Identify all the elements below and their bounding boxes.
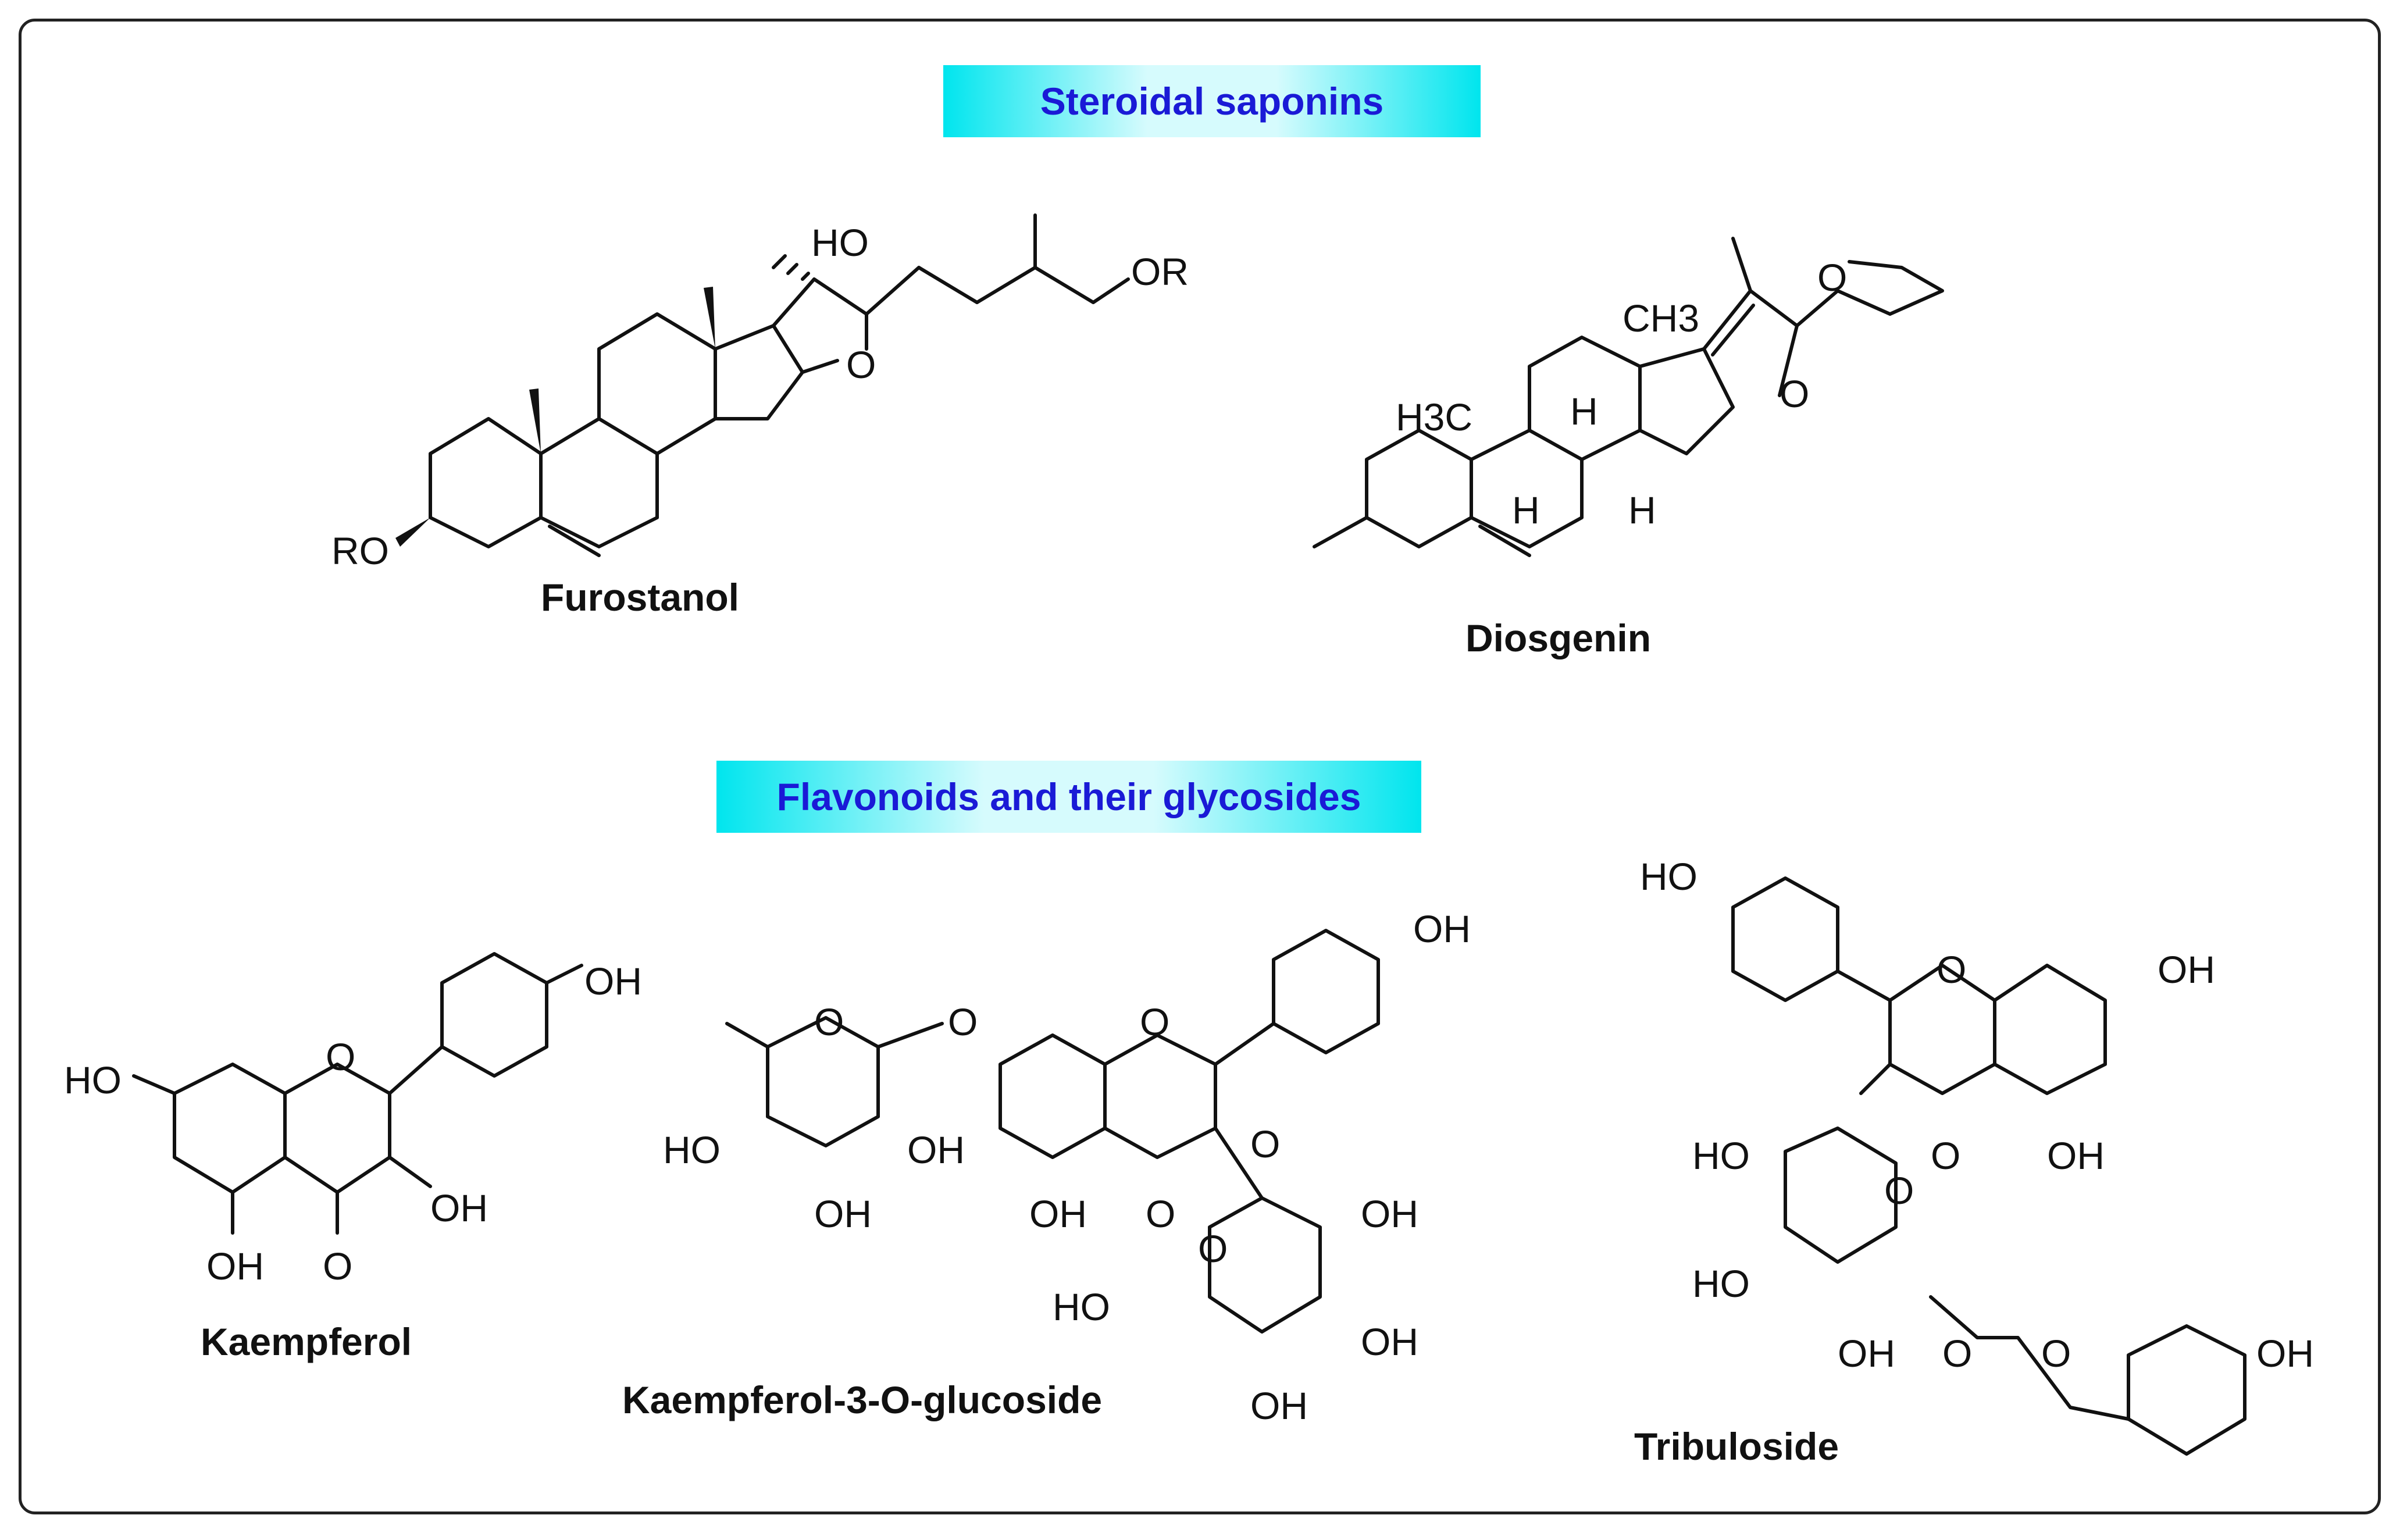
glucoside-ring-o-label: O xyxy=(1140,1000,1169,1043)
glucoside-carbonyl-label: O xyxy=(1146,1192,1175,1235)
furostanol-ho-label: HO xyxy=(811,221,869,264)
glucoside-o-label: O xyxy=(1250,1122,1280,1165)
diosgenin-ch3-label: CH3 xyxy=(1623,297,1699,340)
banner-steroidal-saponins: Steroidal saponins xyxy=(943,65,1481,137)
tribuloside-sugar-o-label: O xyxy=(1884,1169,1914,1212)
diosgenin-h-label: H xyxy=(1512,489,1540,532)
kaempferol-structure: HO OH O OH O OH Kaempferol xyxy=(64,952,642,1363)
kaempferol-oh-label: OH xyxy=(430,1186,488,1229)
diosgenin-h3c-label: H3C xyxy=(1396,395,1472,439)
glucoside-ring-o-label: O xyxy=(814,1000,844,1043)
furostanol-or-label: OR xyxy=(1131,250,1189,293)
diosgenin-h-label: H xyxy=(1628,489,1656,532)
kaempferol-glucoside-structure: O O O HO OH OH OH O O OH O OH HO OH OH K… xyxy=(622,907,1471,1427)
diosgenin-name: Diosgenin xyxy=(1465,616,1651,660)
kaempferol-oh-label: OH xyxy=(206,1245,264,1288)
furostanol-name: Furostanol xyxy=(541,576,739,619)
glucoside-oh-label: OH xyxy=(814,1192,872,1235)
furostanol-ro-label: RO xyxy=(331,529,389,572)
figure-frame xyxy=(19,19,2381,1514)
banner-flavonoids-glycosides: Flavonoids and their glycosides xyxy=(716,761,1421,833)
kaempferol-glucoside-name: Kaempferol-3-O-glucoside xyxy=(622,1378,1102,1421)
kaempferol-oh-label: OH xyxy=(584,960,642,1003)
tribuloside-ring-o-label: O xyxy=(1937,948,1966,991)
glucoside-oh-label: OH xyxy=(1361,1320,1418,1363)
glucoside-oh-label: OH xyxy=(1361,1192,1418,1235)
tribuloside-ho-label: HO xyxy=(1640,855,1698,898)
diosgenin-ring-o-label: O xyxy=(1780,372,1809,415)
tribuloside-ho-label: HO xyxy=(1692,1134,1750,1177)
tribuloside-oh-label: OH xyxy=(2256,1332,2314,1375)
glucoside-ho-label: HO xyxy=(663,1128,721,1171)
glucoside-o-label: O xyxy=(948,1000,978,1043)
diosgenin-structure: H3C CH3 H H H O O Diosgenin xyxy=(1313,237,1944,660)
tribuloside-ester-o-label: O xyxy=(1942,1332,1972,1375)
tribuloside-structure: HO O OH O OH HO O HO OH O O OH Tribulosi… xyxy=(1634,855,2314,1468)
glucoside-ring-o-label: O xyxy=(1198,1227,1228,1270)
diosgenin-pyran-o-label: O xyxy=(1817,256,1847,299)
tribuloside-name: Tribuloside xyxy=(1634,1425,1839,1468)
tribuloside-ho-label: HO xyxy=(1692,1262,1750,1305)
tribuloside-oh-label: OH xyxy=(2047,1134,2105,1177)
tribuloside-oh-label: OH xyxy=(2158,948,2215,991)
tribuloside-ester-carbonyl-label: O xyxy=(2041,1332,2071,1375)
glucoside-oh-label: OH xyxy=(1250,1384,1308,1427)
kaempferol-name: Kaempferol xyxy=(201,1320,412,1363)
furostanol-ring-o-label: O xyxy=(846,343,876,386)
glucoside-oh-label: OH xyxy=(1029,1192,1087,1235)
glucoside-oh-label: OH xyxy=(907,1128,965,1171)
kaempferol-carbonyl-label: O xyxy=(323,1245,352,1288)
glucoside-ho-label: HO xyxy=(1053,1285,1110,1328)
tribuloside-carbonyl-label: O xyxy=(1931,1134,1960,1177)
kaempferol-ho-label: HO xyxy=(64,1058,122,1101)
kaempferol-ring-o-label: O xyxy=(326,1035,355,1078)
diosgenin-h-label: H xyxy=(1570,390,1598,433)
tribuloside-oh-label: OH xyxy=(1838,1332,1895,1375)
glucoside-oh-label: OH xyxy=(1413,907,1471,950)
furostanol-structure: RO O HO OR Furostanol xyxy=(331,213,1189,619)
